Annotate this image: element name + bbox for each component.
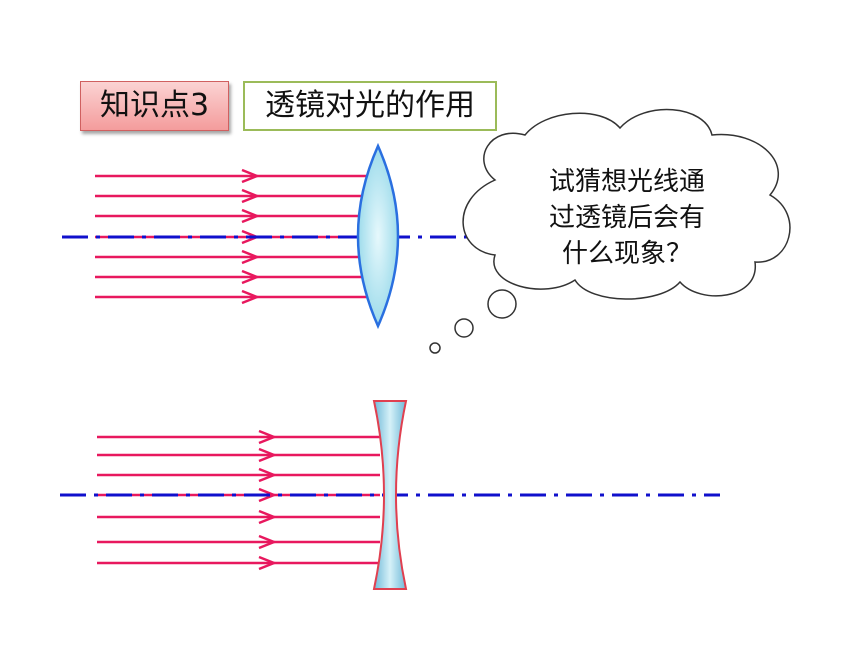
thought-bubble: 试猜想光线通 过透镜后会有 什么现象？ — [429, 108, 791, 354]
convex-lens — [356, 142, 400, 330]
convex-ray-arrow-2 — [241, 188, 261, 204]
concave-ray-arrow-6 — [258, 534, 278, 550]
concave-lens — [372, 400, 408, 590]
concave-ray-arrow-1 — [258, 429, 278, 445]
bubble-line-1: 试猜想光线通 — [549, 167, 705, 197]
bubble-line-2: 过透镜后会有 — [549, 203, 705, 233]
convex-lens-setup — [62, 142, 722, 330]
thought-cloud — [462, 108, 791, 300]
incident-rays-concave — [97, 429, 380, 571]
convex-ray-arrow-1 — [241, 168, 261, 184]
thought-dot-small — [429, 342, 441, 354]
thought-dot-large — [487, 289, 517, 319]
convex-ray-arrow-3 — [241, 208, 261, 224]
concave-lens-setup — [60, 400, 720, 590]
thought-dot-medium — [454, 318, 474, 338]
concave-ray-arrow-7 — [258, 555, 278, 571]
concave-ray-arrow-4 — [258, 487, 278, 503]
bubble-line-3: 什么现象？ — [562, 239, 692, 269]
topic-title: 透镜对光的作用 — [243, 81, 497, 131]
convex-ray-arrow-7 — [241, 289, 261, 305]
concave-ray-arrow-3 — [258, 467, 278, 483]
concave-ray-arrow-2 — [258, 447, 278, 463]
convex-ray-arrow-6 — [241, 269, 261, 285]
concave-ray-arrow-5 — [258, 509, 278, 525]
convex-ray-arrow-5 — [241, 249, 261, 265]
knowledge-point-tag: 知识点3 — [80, 81, 229, 131]
